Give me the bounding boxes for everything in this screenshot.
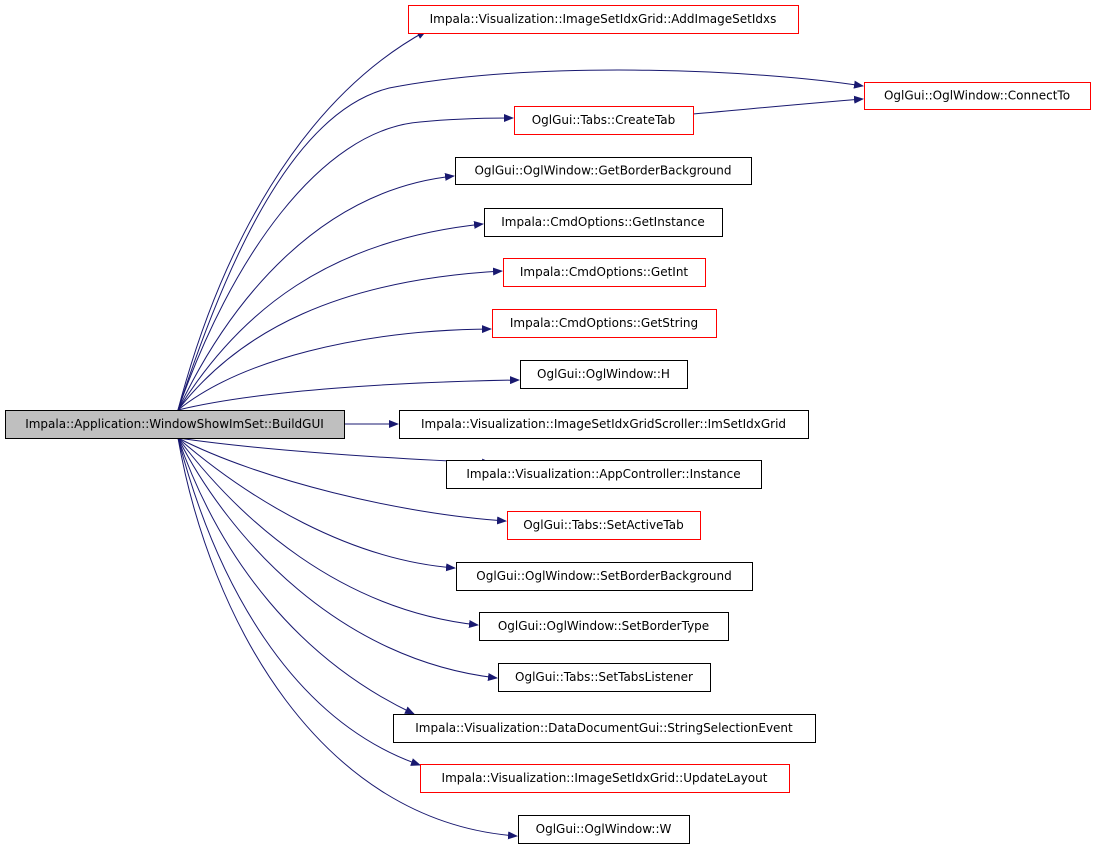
- node-label: Impala::Visualization::ImageSetIdxGrid::…: [430, 12, 777, 26]
- edge-root-to-getstring: [177, 325, 492, 411]
- edge-root-to-getinstance: [177, 220, 484, 411]
- node-label: OglGui::OglWindow::W: [536, 822, 672, 836]
- node-addimagesetidxs[interactable]: Impala::Visualization::ImageSetIdxGrid::…: [408, 5, 799, 34]
- node-label: OglGui::OglWindow::GetBorderBackground: [474, 164, 731, 178]
- node-box: [484, 208, 723, 237]
- node-label: OglGui::OglWindow::SetBorderBackground: [476, 569, 731, 583]
- nodes-layer: Impala::Application::WindowShowImSet::Bu…: [5, 5, 1091, 844]
- node-stringselectionevent[interactable]: Impala::Visualization::DataDocumentGui::…: [393, 714, 816, 743]
- edge-root-to-h: [177, 376, 520, 411]
- node-setactivetab[interactable]: OglGui::Tabs::SetActiveTab: [507, 511, 701, 540]
- edge-createtab-to-connectto: [692, 95, 864, 115]
- node-label: OglGui::OglWindow::SetBorderType: [498, 619, 709, 633]
- node-getinstance[interactable]: Impala::CmdOptions::GetInstance: [484, 208, 723, 237]
- node-label: OglGui::Tabs::SetActiveTab: [523, 518, 684, 532]
- node-label: Impala::Visualization::ImageSetIdxGridSc…: [421, 417, 786, 431]
- node-getstring[interactable]: Impala::CmdOptions::GetString: [492, 309, 717, 338]
- node-label: OglGui::OglWindow::H: [537, 367, 670, 381]
- node-box: [456, 562, 753, 591]
- node-settabslistener[interactable]: OglGui::Tabs::SetTabsListener: [498, 663, 711, 692]
- edge-root-to-addimagesetidxs: [177, 30, 427, 411]
- node-box: [514, 106, 694, 135]
- node-setborderbackground[interactable]: OglGui::OglWindow::SetBorderBackground: [456, 562, 753, 591]
- node-getborderbackground[interactable]: OglGui::OglWindow::GetBorderBackground: [455, 157, 752, 185]
- node-label: Impala::CmdOptions::GetString: [510, 316, 698, 330]
- node-label: OglGui::Tabs::CreateTab: [532, 113, 676, 127]
- node-box: [498, 663, 711, 692]
- node-h[interactable]: OglGui::OglWindow::H: [520, 360, 688, 389]
- edge-root-to-setborderbackground: [177, 437, 456, 572]
- edge-root-to-settabslistener: [177, 437, 498, 681]
- edge-root-to-w: [177, 437, 518, 840]
- node-box: [399, 410, 809, 439]
- node-label: Impala::Visualization::AppController::In…: [466, 467, 740, 481]
- node-label: Impala::Application::WindowShowImSet::Bu…: [25, 417, 324, 431]
- node-box: [518, 815, 690, 844]
- node-instance[interactable]: Impala::Visualization::AppController::In…: [446, 460, 762, 489]
- node-box: [5, 410, 345, 439]
- node-setbordertype[interactable]: OglGui::OglWindow::SetBorderType: [479, 612, 729, 641]
- node-box: [479, 612, 729, 641]
- node-label: Impala::CmdOptions::GetInstance: [501, 215, 704, 229]
- node-box: [864, 82, 1091, 110]
- edges-layer: [177, 30, 864, 840]
- node-createtab[interactable]: OglGui::Tabs::CreateTab: [514, 106, 694, 135]
- node-box: [503, 258, 706, 287]
- edge-root-to-updatelayout: [177, 437, 421, 766]
- node-box: [446, 460, 762, 489]
- node-label: OglGui::OglWindow::ConnectTo: [884, 89, 1070, 103]
- node-label: Impala::Visualization::ImageSetIdxGrid::…: [442, 771, 768, 785]
- edge-root-to-getborderbackground: [177, 172, 455, 411]
- node-box: [420, 764, 790, 793]
- node-label: Impala::CmdOptions::GetInt: [520, 265, 689, 279]
- root-node[interactable]: Impala::Application::WindowShowImSet::Bu…: [5, 410, 345, 439]
- edge-root-to-createtab: [177, 114, 514, 411]
- edge-root-to-stringselectionevent: [177, 437, 415, 715]
- edge-root-to-setactivetab: [177, 437, 507, 525]
- node-w[interactable]: OglGui::OglWindow::W: [518, 815, 690, 844]
- node-box: [520, 360, 688, 389]
- node-box: [393, 714, 816, 743]
- node-connectto[interactable]: OglGui::OglWindow::ConnectTo: [864, 82, 1091, 110]
- node-label: OglGui::Tabs::SetTabsListener: [515, 670, 693, 684]
- node-box: [507, 511, 701, 540]
- node-box: [492, 309, 717, 338]
- node-getint[interactable]: Impala::CmdOptions::GetInt: [503, 258, 706, 287]
- edge-root-to-connectto: [177, 69, 864, 411]
- node-box: [408, 5, 799, 34]
- edge-root-to-getint: [177, 267, 503, 411]
- node-box: [455, 157, 752, 185]
- edge-root-to-setbordertype: [177, 437, 479, 628]
- node-label: Impala::Visualization::DataDocumentGui::…: [415, 721, 793, 735]
- node-imsetidxgrid[interactable]: Impala::Visualization::ImageSetIdxGridSc…: [399, 410, 809, 439]
- node-updatelayout[interactable]: Impala::Visualization::ImageSetIdxGrid::…: [420, 764, 790, 793]
